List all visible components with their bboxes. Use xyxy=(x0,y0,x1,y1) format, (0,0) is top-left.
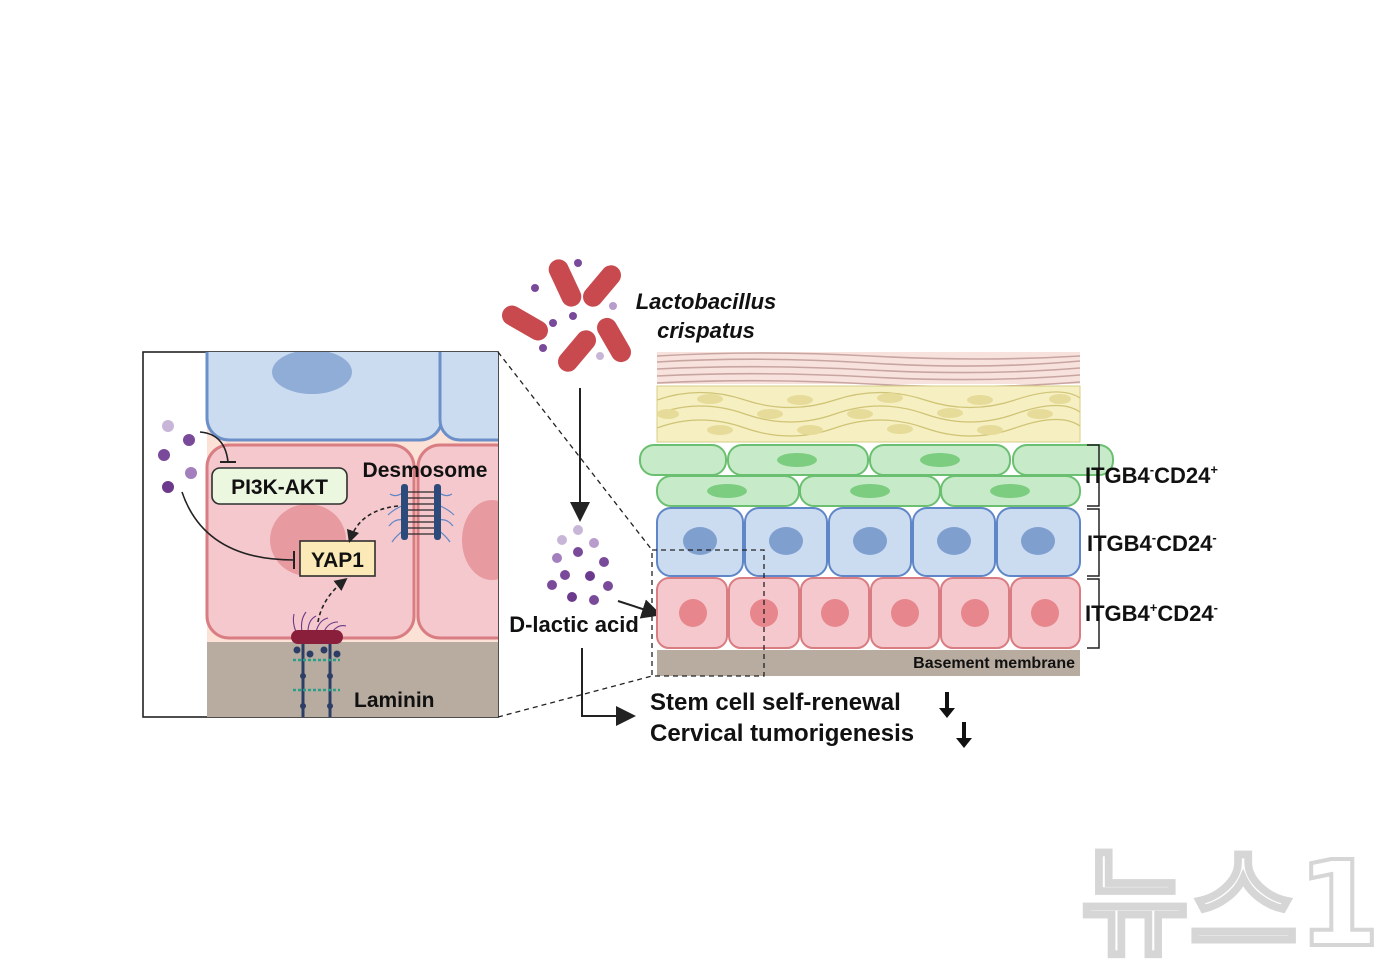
layer-blue-mid: CD24 xyxy=(1156,531,1213,556)
yap1-box xyxy=(299,540,376,577)
desmosome-label: Desmosome xyxy=(363,459,488,482)
layer-blue-sup2: - xyxy=(1212,530,1216,545)
inset-panel: PI3K-AKT YAP1 Desmosome xyxy=(142,351,499,718)
layer-blue-prefix: ITGB4 xyxy=(1087,531,1153,556)
zoom-line-bottom xyxy=(497,675,653,718)
pi3k-akt-box xyxy=(211,467,348,505)
inset-molecules xyxy=(158,420,197,493)
epithelium-section: Basement membrane xyxy=(639,352,1114,677)
news1-watermark: 뉴스1 xyxy=(1081,835,1380,973)
laminin-label: Laminin xyxy=(354,689,435,712)
layer-brackets xyxy=(1087,444,1100,649)
metabolite-to-tissue-arrow xyxy=(617,599,662,619)
layer-green-prefix: ITGB4 xyxy=(1085,463,1151,488)
bacterium-name-line1: Lactobacillus xyxy=(636,289,777,314)
inset-blue-nucleus xyxy=(272,352,352,394)
decrease-arrow-icon xyxy=(956,722,972,748)
laminin-arrow xyxy=(317,578,348,623)
inset-basement xyxy=(207,642,498,717)
decrease-arrow-icon xyxy=(939,692,955,718)
laminin-icon xyxy=(291,611,347,717)
zoom-line-top xyxy=(497,351,653,551)
layer-green-mid: CD24 xyxy=(1154,463,1211,488)
metabolite-to-outcome-arrow xyxy=(581,648,636,726)
layer-label-red: ITGB4+CD24- xyxy=(1085,600,1218,626)
layer-red-mid: CD24 xyxy=(1157,601,1214,626)
bacterium-name-line2: crispatus xyxy=(657,318,755,343)
outcome-self-renewal: Stem cell self-renewal xyxy=(650,689,901,716)
layer-red-sup1: + xyxy=(1150,600,1158,615)
pi3k-akt-label: PI3K-AKT xyxy=(231,476,328,499)
d-lactic-acid-label: D-lactic acid xyxy=(509,612,639,637)
layer-green-sup1: - xyxy=(1150,462,1154,477)
inhibit-line-pi3k xyxy=(199,431,229,463)
inhibit-line-yap1 xyxy=(181,491,295,561)
bacteria-cluster-icon xyxy=(502,259,631,372)
layer-red-sup2: - xyxy=(1214,600,1218,615)
zoom-region xyxy=(651,549,765,677)
layer-green-sup2: + xyxy=(1210,462,1218,477)
yap1-label: YAP1 xyxy=(311,549,364,572)
basement-membrane-label: Basement membrane xyxy=(913,655,1075,672)
d-lactic-acid-molecules-icon xyxy=(547,525,613,605)
layer-label-blue: ITGB4-CD24- xyxy=(1087,530,1217,556)
layer-red-prefix: ITGB4 xyxy=(1085,601,1151,626)
basement-membrane xyxy=(657,650,1080,676)
desmosome-arrow xyxy=(346,505,399,544)
layer-blue-sup1: - xyxy=(1152,530,1156,545)
desmosome-icon xyxy=(387,484,455,543)
layer-label-green: ITGB4-CD24+ xyxy=(1085,462,1218,488)
outcome-tumorigenesis: Cervical tumorigenesis xyxy=(650,720,914,747)
